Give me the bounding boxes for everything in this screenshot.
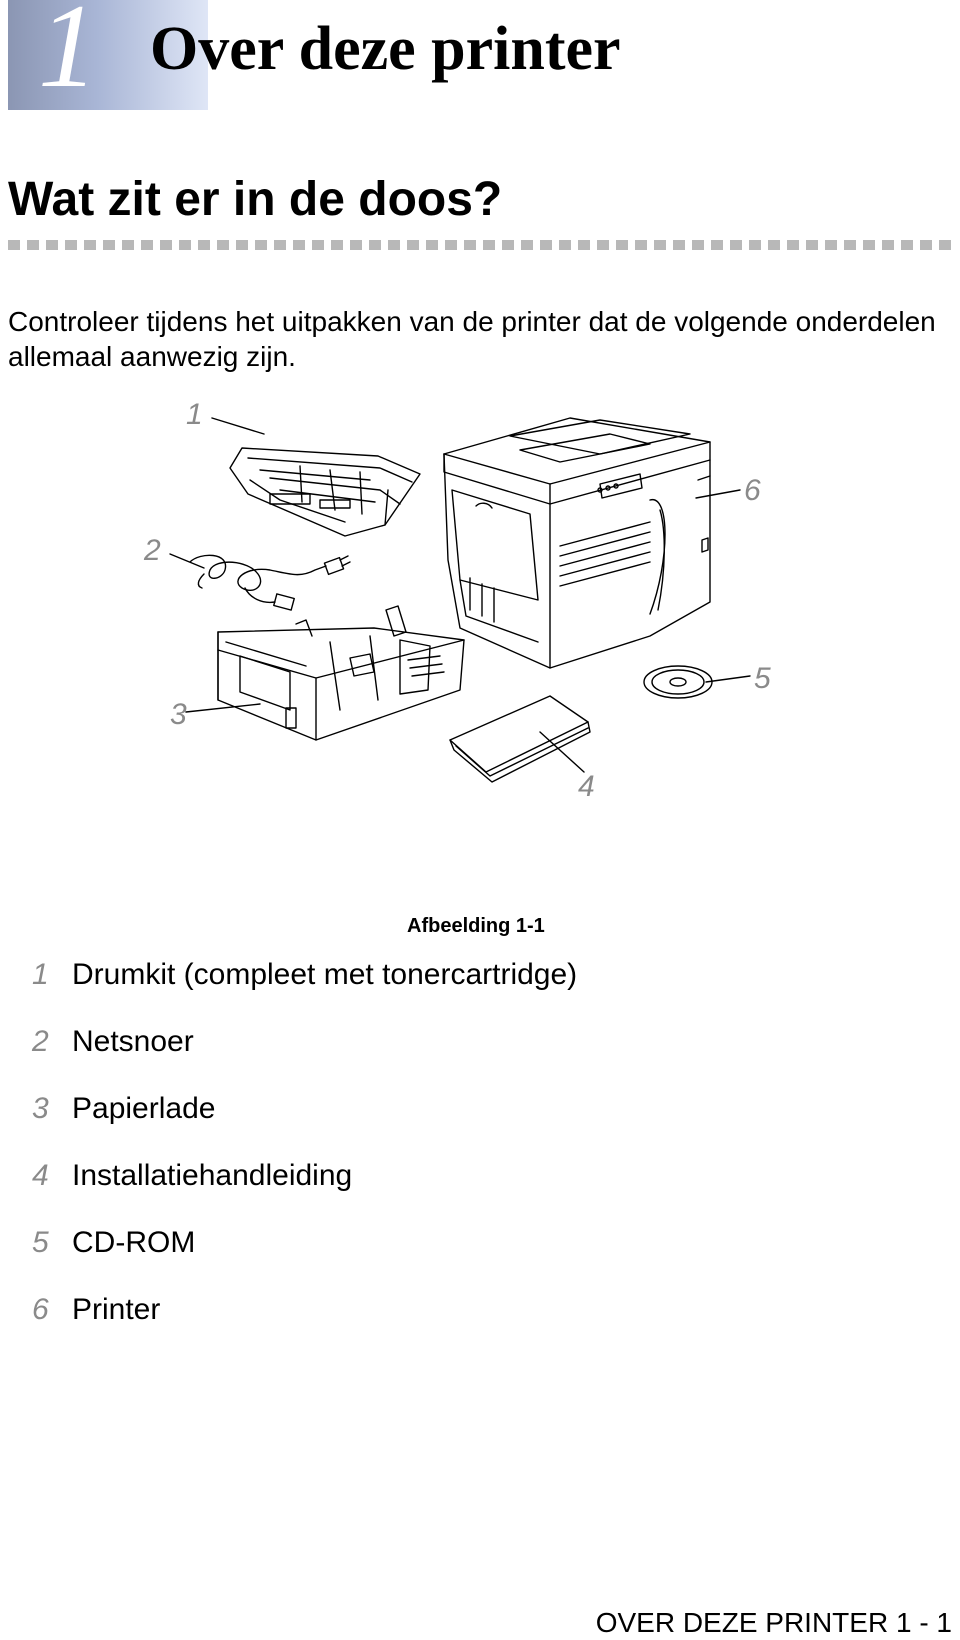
chapter-number: 1	[38, 0, 98, 112]
paper-tray-illustration	[217, 605, 465, 741]
power-cord-illustration	[189, 554, 351, 611]
callout-leaders	[169, 417, 751, 773]
callout-2: 2	[144, 534, 161, 567]
chapter-number-block: 1	[8, 0, 208, 110]
item-number: 6	[32, 1293, 49, 1326]
cd-rom-illustration	[643, 665, 713, 699]
item-label: Papierlade	[72, 1092, 216, 1125]
list-item: 4 Installatiehandleiding	[32, 1159, 577, 1226]
section-divider	[8, 240, 958, 250]
page-footer: OVER DEZE PRINTER 1 - 1	[595, 1607, 952, 1638]
list-item: 1 Drumkit (compleet met tonercartridge)	[32, 958, 577, 1025]
item-label: Drumkit (compleet met tonercartridge)	[72, 958, 578, 991]
intro-paragraph: Controleer tijdens het uitpakken van de …	[8, 306, 936, 372]
item-number: 4	[32, 1159, 49, 1192]
item-number: 3	[32, 1092, 49, 1125]
figure-caption: Afbeelding 1-1	[407, 915, 545, 937]
box-contents-figure: 1 2 3 4 5 6	[130, 400, 810, 840]
list-item: 5 CD-ROM	[32, 1226, 577, 1293]
item-label: CD-ROM	[72, 1226, 196, 1259]
item-label: Printer	[72, 1293, 161, 1326]
list-item: 6 Printer	[32, 1293, 577, 1360]
callout-3: 3	[170, 698, 187, 731]
section-heading: Wat zit er in de doos?	[8, 173, 503, 226]
callout-4: 4	[578, 770, 595, 803]
callout-5: 5	[754, 662, 771, 695]
item-label: Netsnoer	[72, 1025, 194, 1058]
item-number: 2	[32, 1025, 49, 1058]
list-item: 2 Netsnoer	[32, 1025, 577, 1092]
callout-1: 1	[186, 398, 203, 431]
item-number: 5	[32, 1226, 49, 1259]
item-number: 1	[32, 958, 49, 991]
callout-6: 6	[744, 474, 761, 507]
printer-illustration	[443, 417, 711, 669]
item-label: Installatiehandleiding	[72, 1159, 353, 1192]
chapter-header: 1 Over deze printer	[8, 0, 952, 112]
parts-list: 1 Drumkit (compleet met tonercartridge) 2…	[32, 958, 577, 1360]
box-contents-illustration	[169, 417, 751, 783]
list-item: 3 Papierlade	[32, 1092, 577, 1159]
drum-kit-illustration	[229, 447, 421, 537]
chapter-title: Over deze printer	[150, 15, 621, 83]
manual-illustration	[449, 695, 591, 783]
